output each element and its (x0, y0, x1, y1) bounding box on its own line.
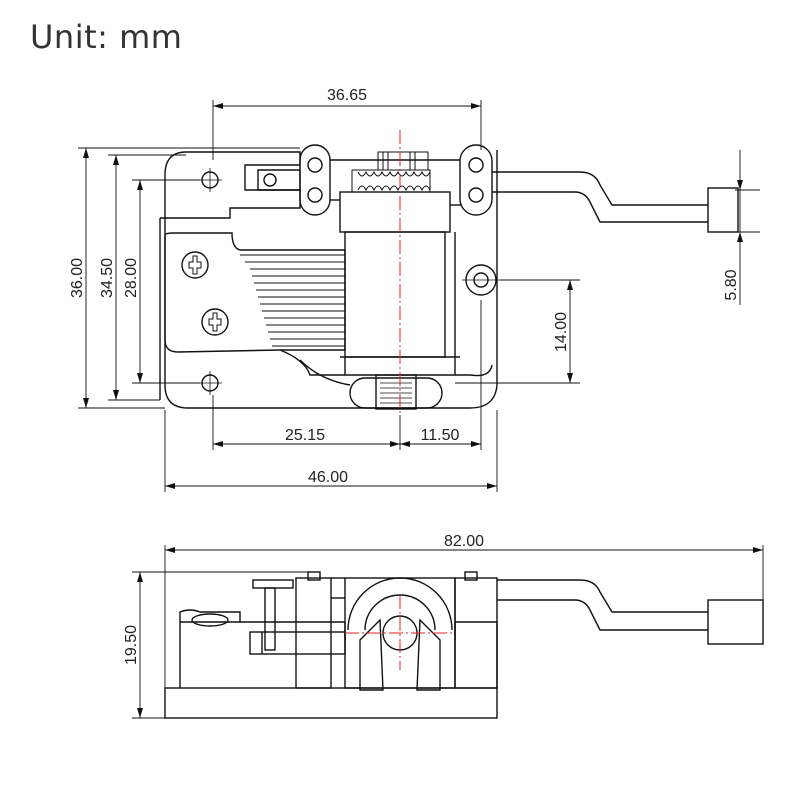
crank-bracket (450, 144, 493, 216)
dim-plate-height: 34.50 (99, 258, 116, 298)
dimension-arrows (83, 103, 743, 489)
dimension-labels: 36.65 36.00 34.50 28.00 5.80 14.00 25.15… (69, 87, 740, 665)
screw-icon (201, 308, 229, 336)
side-crank (497, 579, 708, 631)
dimension-arrows (137, 547, 763, 718)
cylinder-drum (344, 231, 446, 358)
dim-overall-length: 82.00 (444, 533, 484, 550)
base-plate (160, 150, 498, 409)
dimension-lines (132, 545, 764, 719)
dim-plate-width: 46.00 (308, 469, 348, 486)
dimension-lines (78, 100, 760, 492)
unit-label: Unit: mm (30, 18, 183, 56)
spring (351, 151, 431, 193)
crank-knob (707, 187, 739, 233)
mount-hole (198, 168, 222, 192)
dim-crank-offset: 5.80 (723, 269, 740, 300)
mount-hole (462, 264, 500, 296)
dim-overall-height: 36.00 (69, 258, 86, 298)
dim-center-right: 11.50 (421, 427, 460, 444)
comb-plate (164, 232, 346, 353)
side-base (164, 687, 498, 719)
crank-handle (492, 171, 708, 223)
side-comb (179, 609, 241, 622)
dim-spring-shaft: 14.00 (553, 312, 570, 352)
mount-hole (198, 371, 222, 395)
governor-gear (257, 144, 460, 216)
dim-left-center: 25.15 (285, 427, 325, 444)
dim-hole-spacing: 28.00 (123, 258, 140, 298)
side-view (132, 545, 764, 719)
dim-side-height: 19.50 (123, 625, 140, 665)
top-view (78, 100, 760, 492)
screw-icon (181, 251, 209, 279)
comb-teeth (240, 254, 345, 347)
drive-gear (349, 374, 443, 410)
dim-top-width: 36.65 (327, 87, 367, 104)
side-knob (707, 599, 764, 645)
